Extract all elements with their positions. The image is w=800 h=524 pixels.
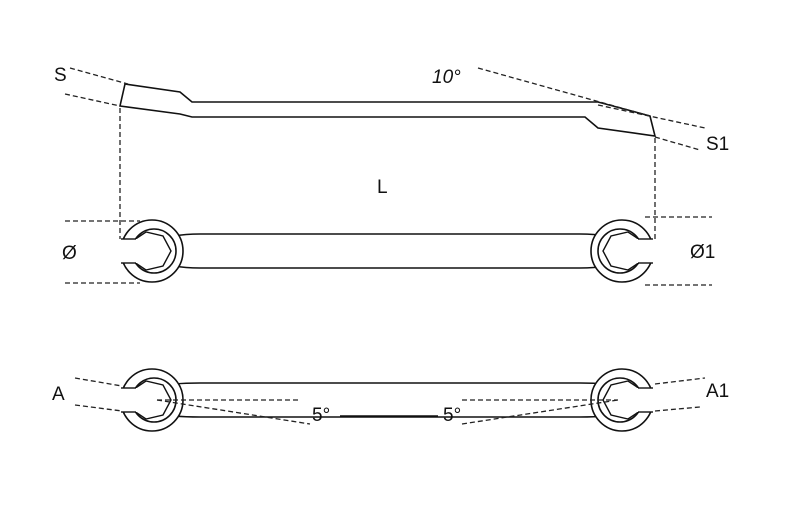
label-s: S (54, 65, 67, 86)
label-diameter: Ø (62, 243, 77, 264)
wrench-top-view (65, 216, 712, 286)
label-a: A (52, 384, 65, 405)
label-angle-10: 10° (432, 67, 461, 88)
label-angle-left: 5° (312, 405, 331, 426)
label-s1: S1 (706, 134, 730, 155)
label-a1: A1 (706, 381, 730, 402)
label-length: L (377, 177, 388, 198)
label-angle-right: 5° (443, 405, 462, 426)
wrench-side-view (64, 67, 706, 250)
wrench-angle-view (74, 368, 706, 432)
label-diameter1: Ø1 (690, 242, 716, 263)
